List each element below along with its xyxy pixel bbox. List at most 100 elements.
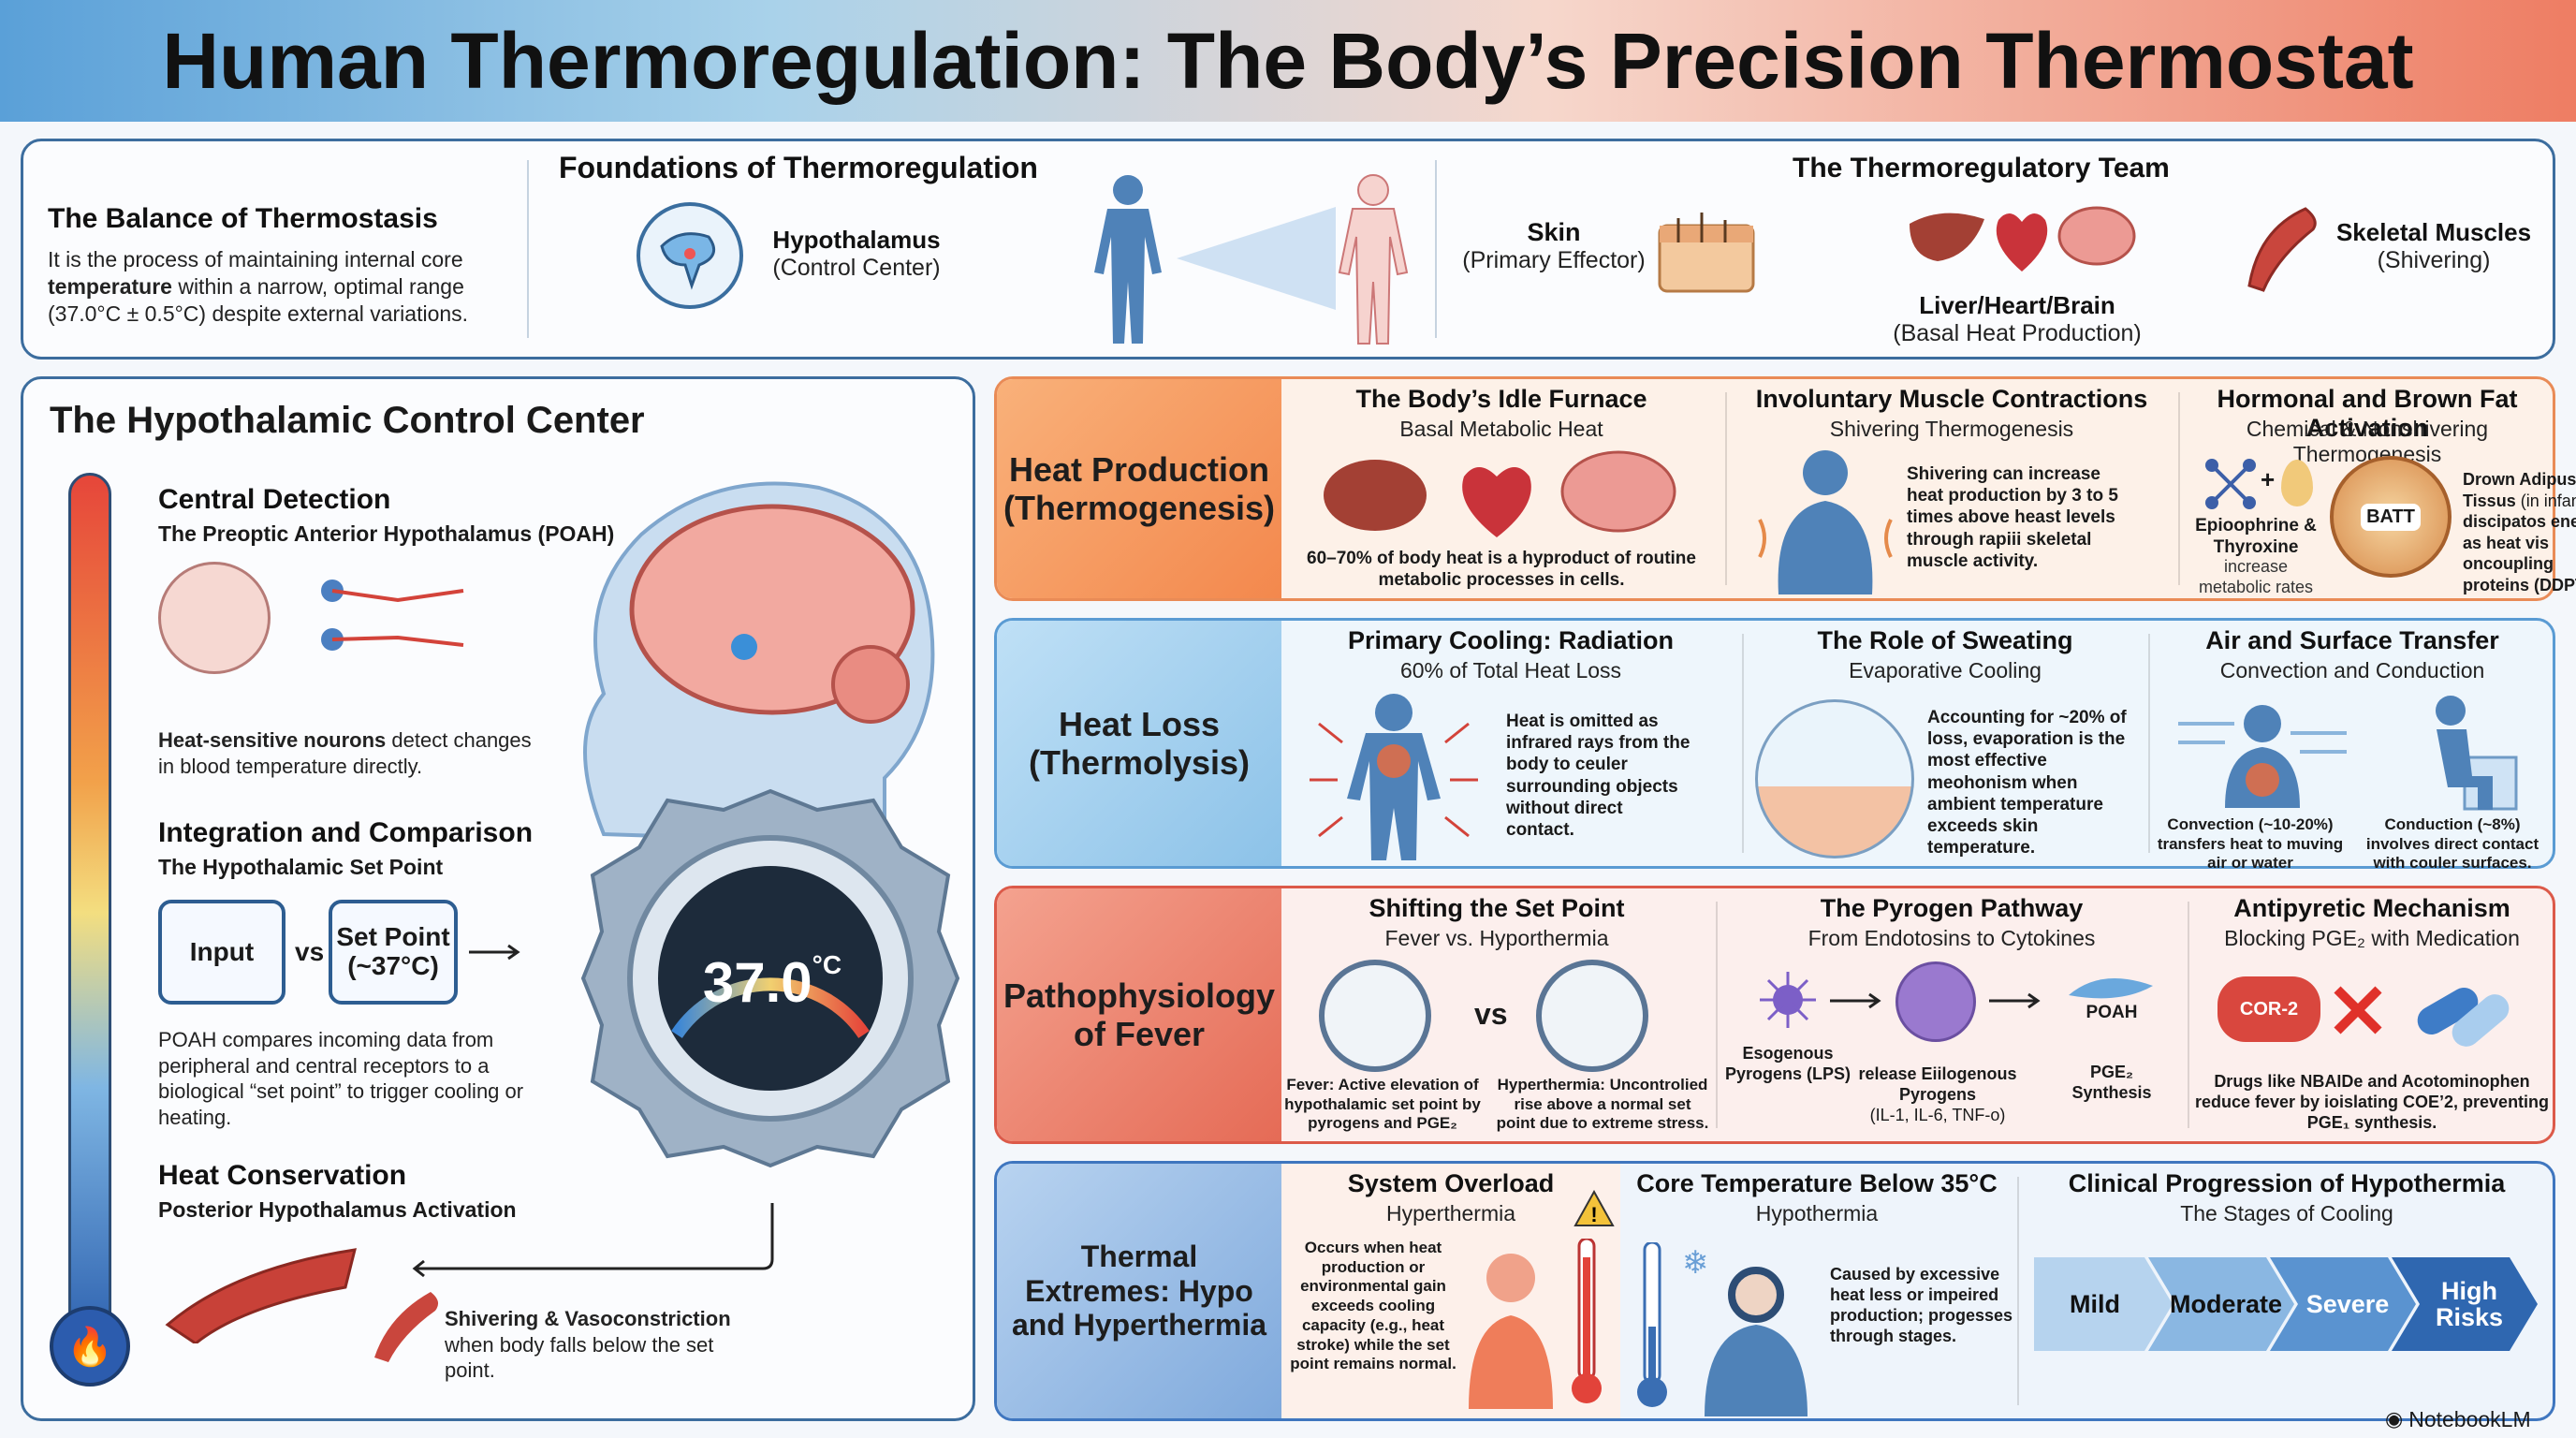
brown-fat-text: Drown Adipuss Tissus (in infante) discip… xyxy=(2463,469,2576,595)
convection-sub: Convection and Conduction xyxy=(2219,658,2485,682)
stage-chevrons: Mild Moderate Severe High Risks xyxy=(2034,1257,2539,1351)
sweating-title: The Role of Sweating xyxy=(1817,626,2073,654)
stage-high-risks: High Risks xyxy=(2435,1276,2504,1331)
hypothalamus-label: Hypothalamus (Control Center) xyxy=(754,226,959,282)
radiation-text: Heat is omitted as infrared rays from th… xyxy=(1506,712,1690,840)
balance-title: The Balance of Thermostasis xyxy=(48,203,438,234)
foundations-heading: Foundations of Thermoregulation xyxy=(559,151,1038,184)
hypothermia-sub: Hypothermia xyxy=(1755,1201,1879,1225)
snowflake-icon: ❄ xyxy=(1682,1245,1709,1281)
cold-thermometer-icon xyxy=(1633,1240,1671,1411)
skin-role: (Primary Effector) xyxy=(1462,247,1646,273)
hormones-text: increase metabolic rates xyxy=(2198,557,2314,596)
team-heading: The Thermoregulatory Team xyxy=(1793,153,2170,183)
idle-furnace-section: The Body’s Idle Furnace Basal Metabolic … xyxy=(1281,379,1721,598)
heat-production-row: Heat Production (Thermogenesis) The Body… xyxy=(994,376,2576,601)
idle-furnace-title: The Body’s Idle Furnace xyxy=(1355,385,1647,413)
integration-sub: The Hypothalamic Set Point xyxy=(158,855,444,879)
sweating-sub: Evaporative Cooling xyxy=(1849,658,2042,682)
thermostat-dial xyxy=(574,782,967,1175)
warning-icon: ! xyxy=(1573,1189,1615,1227)
overload-section: System Overload Hyperthermia ! Occurs wh… xyxy=(1281,1164,1620,1418)
conservation-text-rest: when body falls below the set point. xyxy=(445,1332,714,1383)
detection-text: Heat-sensitive nourons detect changes in… xyxy=(158,727,551,779)
integration-text: POAH compares incoming data from periphe… xyxy=(158,1028,524,1129)
balance-text: It is the process of maintaining interna… xyxy=(48,246,534,327)
body-outline-icon xyxy=(1326,169,1420,347)
organs-name: Liver/Heart/Brain xyxy=(1919,291,2115,319)
muscles-name: Skeletal Muscles xyxy=(2335,218,2532,246)
setpoint-box: Set Point (~37°C) xyxy=(329,900,458,1005)
page-title: Human Thermoregulation: The Body’s Preci… xyxy=(162,17,2414,105)
brain-section-icon xyxy=(158,562,271,674)
control-center-panel: The Hypothalamic Control Center 🔥 Centra… xyxy=(21,376,975,1421)
organs-fire-icon xyxy=(1319,448,1693,542)
brown-fat-title: Hormonal and Brown Fat Activation xyxy=(2217,385,2518,442)
overload-title: System Overload xyxy=(1347,1169,1555,1197)
shivering-text: Shivering can increase heat production b… xyxy=(1907,464,2118,571)
antipyretic-text: Drugs like NBAIDe and Acotominophen redu… xyxy=(2194,1072,2550,1132)
exogenous-label: Esogenous Pyrogens (LPS) xyxy=(1724,1044,1852,1083)
brown-fat-section: Hormonal and Brown Fat Activation Chemic… xyxy=(2180,379,2576,598)
detection-title: Central Detection xyxy=(158,484,391,515)
shivering-person-icon xyxy=(1755,445,1895,594)
sweating-text: Accounting for ~20% of loss, evaporation… xyxy=(1927,708,2127,858)
stage-severe: Severe xyxy=(2305,1289,2390,1318)
input-box: Input xyxy=(158,900,285,1005)
shivering-section: Involuntary Muscle Contractions Shiverin… xyxy=(1727,379,2176,598)
setpoint-value: (~37°C) xyxy=(347,951,439,980)
leaf-icon xyxy=(2281,460,2313,506)
balance-text-b: within a narrow, optimal range xyxy=(178,273,464,299)
idle-furnace-text: 60–70% of body heat is a hyproduct of ro… xyxy=(1307,549,1696,591)
hormones-label: Epioophrine & Thyroxine xyxy=(2195,516,2317,557)
svg-text:!: ! xyxy=(1590,1203,1597,1226)
cold-person-icon xyxy=(1695,1257,1817,1416)
detection-text-b: changes in blood temperature directly. xyxy=(158,728,532,778)
hypothalamus-name: Hypothalamus xyxy=(772,226,941,254)
idle-furnace-sub: Basal Metabolic Heat xyxy=(1399,417,1603,441)
brown-fat-text-b: discipatos energy as heat vis oncoupling… xyxy=(2463,512,2576,594)
overload-sub: Hyperthermia xyxy=(1385,1201,1516,1225)
dial-value: 37.0 xyxy=(702,951,812,1014)
fever-vs: vs xyxy=(1474,997,1508,1031)
cell-icon xyxy=(1895,961,1976,1042)
hypothalamus-icon xyxy=(634,199,746,312)
fever-gauge-icon xyxy=(1319,960,1431,1072)
brand-name: NotebookLM xyxy=(2408,1406,2531,1431)
pyrogen-section: The Pyrogen Pathway From Endotosins to C… xyxy=(1718,888,2186,1141)
radiating-body-icon xyxy=(1300,686,1487,864)
brown-fat-icon: BATT xyxy=(2330,456,2452,578)
integration-vs: vs xyxy=(295,937,325,966)
detection-text-a: detect xyxy=(391,728,448,752)
wind-person-icon xyxy=(2178,696,2347,808)
conduction-text: Conduction (~8%) involves direct contact… xyxy=(2365,815,2539,873)
antipyretic-sub: Blocking PGE₂ with Medication xyxy=(2224,926,2520,950)
pyrogen-sub: From Endotosins to Cytokines xyxy=(1808,926,2096,950)
balance-bold: temperature xyxy=(48,273,172,299)
heat-loss-row: Heat Loss (Thermolysis) Primary Cooling:… xyxy=(994,618,2555,872)
shivering-sub: Shivering Thermogenesis xyxy=(1829,417,2074,441)
connector-line xyxy=(407,1203,782,1278)
progression-section: Clinical Progression of Hypothermia The … xyxy=(2019,1164,2554,1418)
extremes-label: Thermal Extremes: Hypo and Hyperthermia xyxy=(997,1164,1281,1418)
heart-icon xyxy=(1989,201,2055,276)
convection-title: Air and Surface Transfer xyxy=(2205,626,2499,654)
dial-readout: 37.0°C xyxy=(679,950,866,1015)
overload-text: Occurs when heat production or environme… xyxy=(1290,1239,1456,1373)
stage-mild: Mild xyxy=(2070,1289,2120,1318)
balance-text-c: (37.0°C ± 0.5°C) despite external variat… xyxy=(48,301,469,326)
notebooklm-logo-icon: ◉ xyxy=(2385,1407,2404,1431)
endogenous-label: release Eiilogenous Pyrogens (IL-1, IL-6… xyxy=(1849,1064,2027,1126)
fever-text: Fever: Active elevation of hypothalamic … xyxy=(1284,1076,1481,1133)
convection-section: Air and Surface Transfer Convection and … xyxy=(2150,621,2554,872)
fever-row: Pathophysiology of Fever Shifting the Se… xyxy=(994,886,2555,1144)
brown-fat-sub: Chemical & Nonshivering Thermogenesis xyxy=(2246,417,2489,466)
stage-moderate: Moderate xyxy=(2169,1289,2283,1318)
neuron-icon xyxy=(295,563,473,673)
set-point-section: Shifting the Set Point Fever vs. Hyporth… xyxy=(1281,888,1712,1141)
hormone-plus: + xyxy=(2261,465,2276,493)
brand-badge: ◉ NotebookLM xyxy=(2385,1404,2531,1434)
pathway-arrow-2 xyxy=(1989,991,2045,1010)
head-brain-icon xyxy=(548,460,959,853)
conservation-title: Heat Conservation xyxy=(158,1160,407,1191)
